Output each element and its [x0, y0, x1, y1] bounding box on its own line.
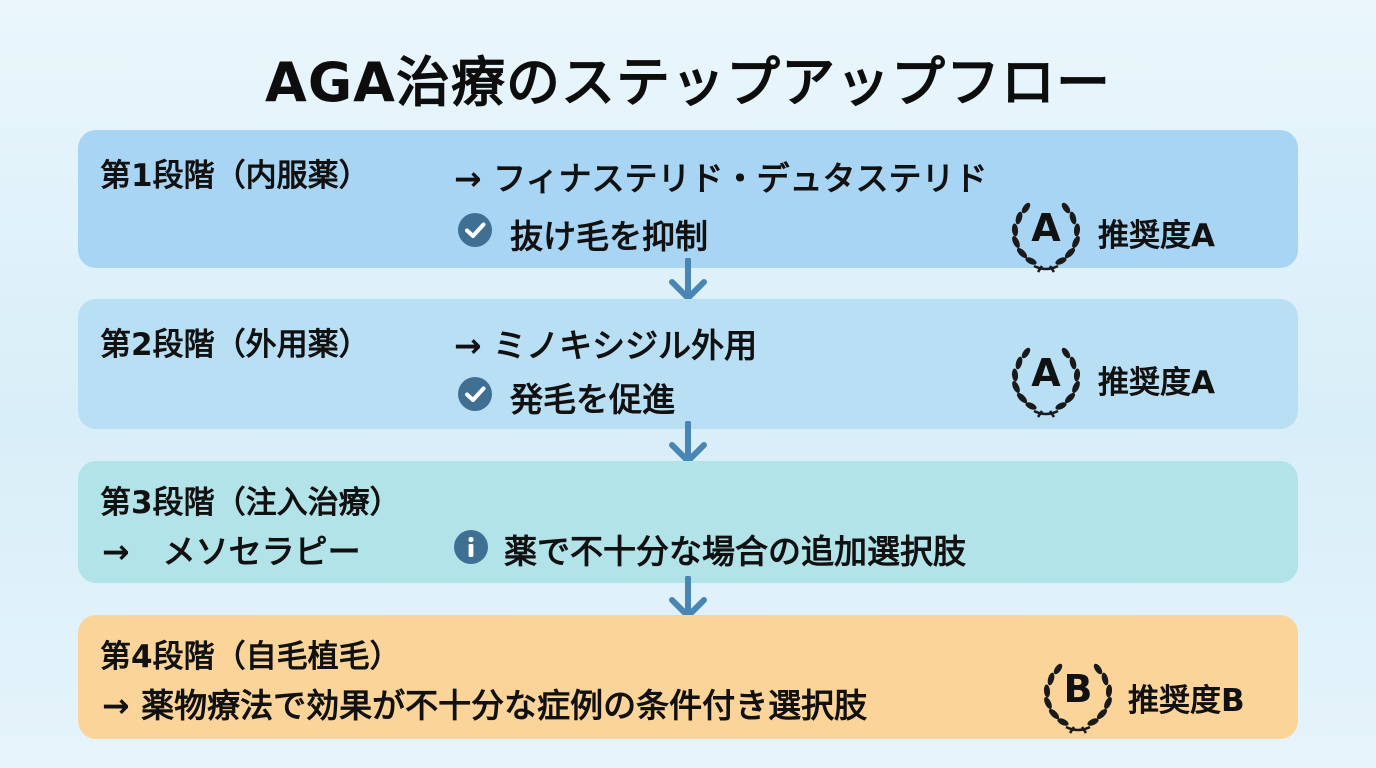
badge-letter: B	[1063, 667, 1093, 711]
step-2-stage-label: 第2段階（外用薬）	[100, 327, 370, 363]
step-1-stage-label: 第1段階（内服薬）	[100, 158, 370, 194]
step-2-card: 第2段階（外用薬） → ミノキシジル外用 発毛を促進 A 推奨度A	[78, 299, 1298, 429]
step-1-card: 第1段階（内服薬） → フィナステリド・デュタステリド 抜け毛を抑制 A 推奨度…	[78, 130, 1298, 268]
step-4-card: 第4段階（自毛植毛） → 薬物療法で効果が不十分な症例の条件付き選択肢 B 推奨…	[78, 615, 1298, 739]
badge-letter: A	[1031, 351, 1061, 395]
step-3-card: 第3段階（注入治療） → メソセラピー 薬で不十分な場合の追加選択肢	[78, 461, 1298, 583]
step-4-stage-label: 第4段階（自毛植毛）	[100, 639, 401, 675]
step-2-effect: 発毛を促進	[510, 380, 675, 419]
check-icon	[458, 377, 492, 411]
step-4-treatment: → 薬物療法で効果が不十分な症例の条件付き選択肢	[102, 686, 868, 725]
page-title: AGA治療のステップアップフロー	[265, 51, 1111, 114]
step-1-effect: 抜け毛を抑制	[510, 217, 708, 256]
step-2-treatment: → ミノキシジル外用	[454, 326, 758, 365]
check-icon	[458, 213, 492, 247]
laurel-badge-icon: B	[1036, 653, 1120, 737]
laurel-badge-icon: A	[1004, 337, 1088, 421]
step-1-treatment: → フィナステリド・デュタステリド	[454, 159, 988, 198]
badge-letter: A	[1031, 206, 1061, 250]
step-1-recommendation: 推奨度A	[1098, 218, 1215, 254]
step-3-stage-label: 第3段階（注入治療）	[100, 485, 401, 521]
step-3-treatment: → メソセラピー	[102, 532, 361, 571]
step-3-note: 薬で不十分な場合の追加選択肢	[504, 532, 966, 571]
info-icon	[454, 530, 488, 564]
laurel-badge-icon: A	[1004, 192, 1088, 276]
step-2-recommendation: 推奨度A	[1098, 365, 1215, 401]
down-arrow-icon	[666, 258, 710, 304]
step-4-recommendation: 推奨度B	[1128, 683, 1245, 719]
